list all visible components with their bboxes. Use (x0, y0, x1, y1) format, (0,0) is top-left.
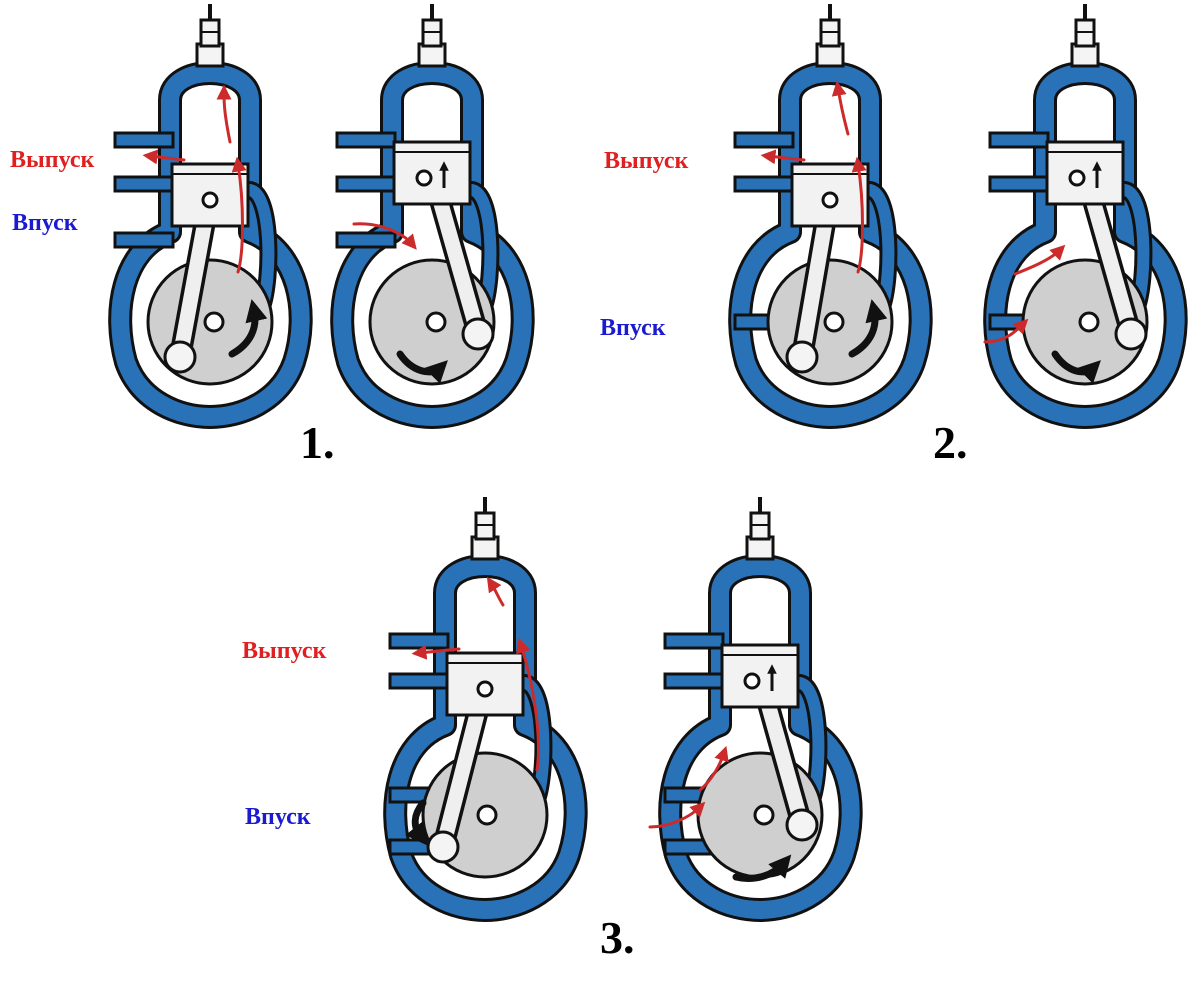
housing-wall (731, 64, 930, 426)
rotation-arrow-icon (732, 854, 792, 882)
gas-flow-arrow-icon (983, 318, 1029, 344)
gas-flow-arrow-icon (698, 745, 729, 792)
port-1 (113, 175, 175, 193)
port-0 (388, 632, 450, 650)
port-0 (733, 131, 795, 149)
spark-plug-icon (745, 497, 775, 561)
engine-fig3-b (648, 497, 863, 922)
crank-pin (1114, 317, 1148, 351)
gas-flow-arrow-icon (851, 156, 867, 274)
wrist-pin (743, 672, 761, 690)
wrist-pin (201, 191, 219, 209)
exhaust-label-fig1: Выпуск (10, 147, 95, 173)
wrist-pin (1068, 169, 1086, 187)
crank-hub (425, 311, 447, 333)
gas-flow-arrow-icon (1013, 244, 1066, 276)
wrist-pin (476, 680, 494, 698)
port-1 (335, 175, 397, 193)
port-0 (335, 131, 397, 149)
exhaust-label-fig2: Выпуск (604, 148, 689, 174)
port-1 (988, 175, 1050, 193)
wrist-pin (415, 169, 433, 187)
port-2 (113, 231, 175, 249)
crank-pin (461, 317, 495, 351)
housing-wall (111, 64, 310, 426)
gas-flow-arrow-icon (831, 80, 850, 136)
rotation-arrow-icon (396, 350, 448, 384)
spark-plug-icon (1070, 4, 1100, 68)
spark-plug-icon (470, 497, 500, 561)
intake-label-fig1: Впуск (12, 210, 78, 236)
intake-label-fig2: Впуск (600, 315, 666, 341)
gas-flow-arrow-icon (142, 149, 186, 165)
spark-plug-icon (195, 4, 225, 68)
port-1 (733, 175, 795, 193)
port-2 (335, 231, 397, 249)
housing-wall (333, 64, 532, 426)
crank-pin (785, 808, 819, 842)
crank-pin (163, 340, 197, 374)
engine-fig2-b (983, 4, 1188, 429)
spark-plug-icon (815, 4, 845, 68)
spark-plug-icon (417, 4, 447, 68)
crank-hub (753, 804, 775, 826)
engine-fig2-a (728, 4, 933, 429)
gas-flow-arrow-icon (231, 156, 247, 274)
figure-number-1: 1. (300, 417, 335, 468)
crank-hub (823, 311, 845, 333)
crank-hub (1078, 311, 1100, 333)
engine-fig3-a (383, 497, 588, 922)
crank-hub (476, 804, 498, 826)
gas-flow-arrow-icon (648, 801, 706, 829)
port-0 (113, 131, 175, 149)
port-0 (988, 131, 1050, 149)
crank-hub (203, 311, 225, 333)
rotation-arrow-icon (848, 299, 888, 358)
rotation-arrow-icon (1051, 350, 1101, 384)
figure-number-3: 3. (600, 912, 635, 963)
exhaust-label-fig3: Выпуск (242, 638, 327, 664)
wrist-pin (821, 191, 839, 209)
engine-fig1-a (108, 4, 313, 429)
housing-wall (386, 557, 585, 919)
gas-flow-arrow-icon (216, 84, 232, 144)
gas-flow-arrow-icon (411, 644, 461, 660)
port-1 (388, 672, 450, 690)
port-1 (663, 672, 725, 690)
crank-pin (426, 830, 460, 864)
intake-label-fig3: Впуск (245, 804, 311, 830)
gas-flow-arrow-icon (760, 149, 806, 165)
gas-flow-arrow-icon (516, 637, 540, 772)
figure-number-2: 2. (933, 417, 968, 468)
housing-wall (986, 64, 1185, 426)
rotation-arrow-icon (405, 799, 428, 846)
gas-flow-arrow-icon (486, 576, 505, 607)
crank-pin (785, 340, 819, 374)
gas-flow-arrow-icon (352, 222, 417, 250)
engine-fig1-b (330, 4, 535, 429)
rotation-arrow-icon (228, 299, 268, 358)
port-0 (663, 632, 725, 650)
